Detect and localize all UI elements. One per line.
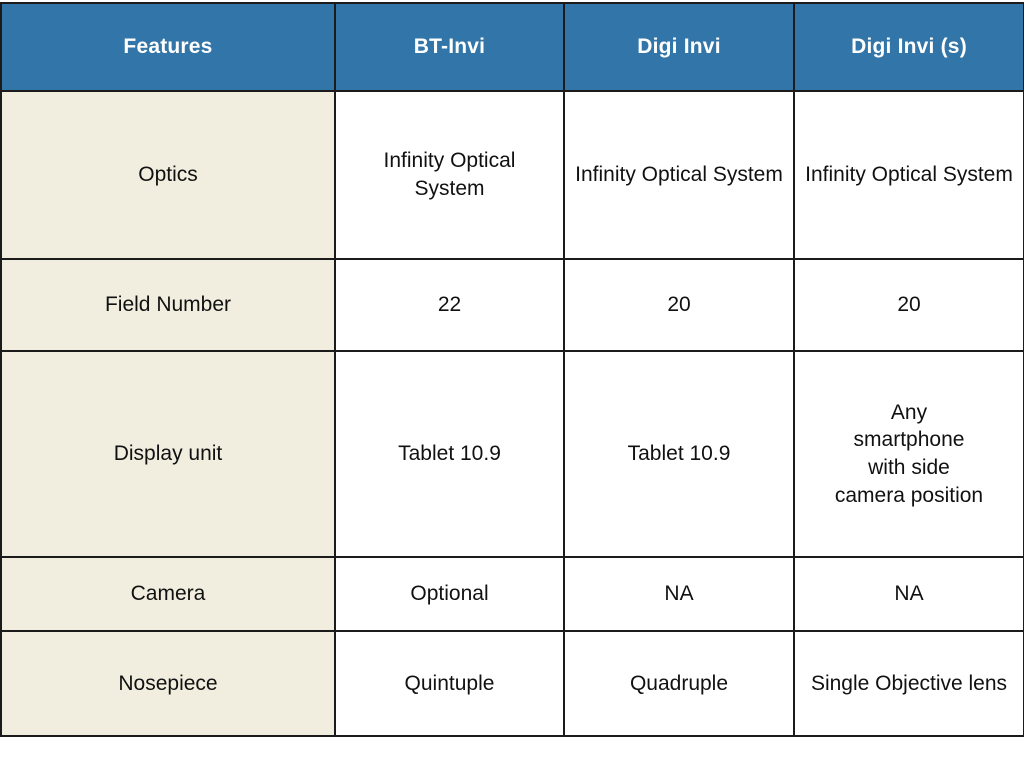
feature-name-cell: Nosepiece — [0, 630, 336, 737]
value-text: Quadruple — [629, 671, 729, 695]
value-cell-digi-invi: NA — [563, 556, 795, 632]
column-header-digi-invi-s-label: Digi Invi (s) — [851, 35, 967, 58]
value-cell-bt-invi: Quintuple — [334, 630, 565, 737]
value-cell-digi-invi-s: Infinity Optical System — [793, 90, 1024, 260]
table-row: Nosepiece Quintuple Quadruple Single Obj… — [0, 630, 1024, 737]
value-text: Quintuple — [404, 671, 495, 695]
value-cell-digi-invi-s: NA — [793, 556, 1024, 632]
feature-name-cell: Optics — [0, 90, 336, 260]
value-cell-bt-invi: Infinity Optical System — [334, 90, 565, 260]
value-text: NA — [894, 582, 924, 606]
feature-label: Nosepiece — [118, 671, 218, 695]
value-text: 20 — [667, 293, 691, 317]
value-text: Optional — [410, 582, 489, 606]
value-cell-digi-invi: Quadruple — [563, 630, 795, 737]
value-cell-digi-invi-s: 20 — [793, 258, 1024, 352]
column-header-bt-invi-label: BT-Invi — [413, 35, 486, 58]
value-text: 20 — [897, 293, 921, 317]
value-text: Single Objective lens — [810, 671, 1008, 695]
column-header-digi-invi: Digi Invi — [563, 2, 795, 92]
comparison-table-container: Features BT-Invi Digi Invi Digi Invi (s)… — [0, 2, 1024, 737]
column-header-features: Features — [0, 2, 336, 92]
table-body: Optics Infinity Optical System Infinity … — [0, 90, 1024, 737]
feature-label: Camera — [130, 582, 206, 606]
value-cell-digi-invi: 20 — [563, 258, 795, 352]
feature-name-cell: Field Number — [0, 258, 336, 352]
value-text: Tablet 10.9 — [398, 442, 501, 466]
value-cell-digi-invi: Infinity Optical System — [563, 90, 795, 260]
value-text: NA — [664, 582, 694, 606]
product-comparison-table: Features BT-Invi Digi Invi Digi Invi (s)… — [0, 2, 1024, 737]
value-text: Infinity Optical System — [575, 163, 783, 187]
value-cell-digi-invi-s: Any smartphone with side camera position — [793, 350, 1024, 558]
table-row: Display unit Tablet 10.9 Tablet 10.9 Any… — [0, 350, 1024, 558]
value-text: Infinity Optical System — [805, 163, 1013, 187]
table-row: Optics Infinity Optical System Infinity … — [0, 90, 1024, 260]
value-cell-digi-invi: Tablet 10.9 — [563, 350, 795, 558]
table-row: Camera Optional NA NA — [0, 556, 1024, 632]
feature-label: Optics — [138, 163, 198, 187]
value-cell-bt-invi: Optional — [334, 556, 565, 632]
value-cell-digi-invi-s: Single Objective lens — [793, 630, 1024, 737]
feature-label: Field Number — [104, 293, 232, 317]
table-header: Features BT-Invi Digi Invi Digi Invi (s) — [0, 2, 1024, 92]
table-row: Field Number 22 20 20 — [0, 258, 1024, 352]
value-text: Any smartphone with side camera position — [834, 400, 984, 507]
table-header-row: Features BT-Invi Digi Invi Digi Invi (s) — [0, 2, 1024, 92]
value-text: 22 — [437, 293, 462, 317]
value-text: Tablet 10.9 — [627, 442, 731, 466]
column-header-features-label: Features — [123, 35, 213, 58]
feature-label: Display unit — [113, 442, 223, 466]
feature-name-cell: Display unit — [0, 350, 336, 558]
column-header-bt-invi: BT-Invi — [334, 2, 565, 92]
value-text: Infinity Optical System — [383, 149, 516, 200]
feature-name-cell: Camera — [0, 556, 336, 632]
value-cell-bt-invi: Tablet 10.9 — [334, 350, 565, 558]
column-header-digi-invi-label: Digi Invi — [637, 35, 721, 58]
value-cell-bt-invi: 22 — [334, 258, 565, 352]
column-header-digi-invi-s: Digi Invi (s) — [793, 2, 1024, 92]
